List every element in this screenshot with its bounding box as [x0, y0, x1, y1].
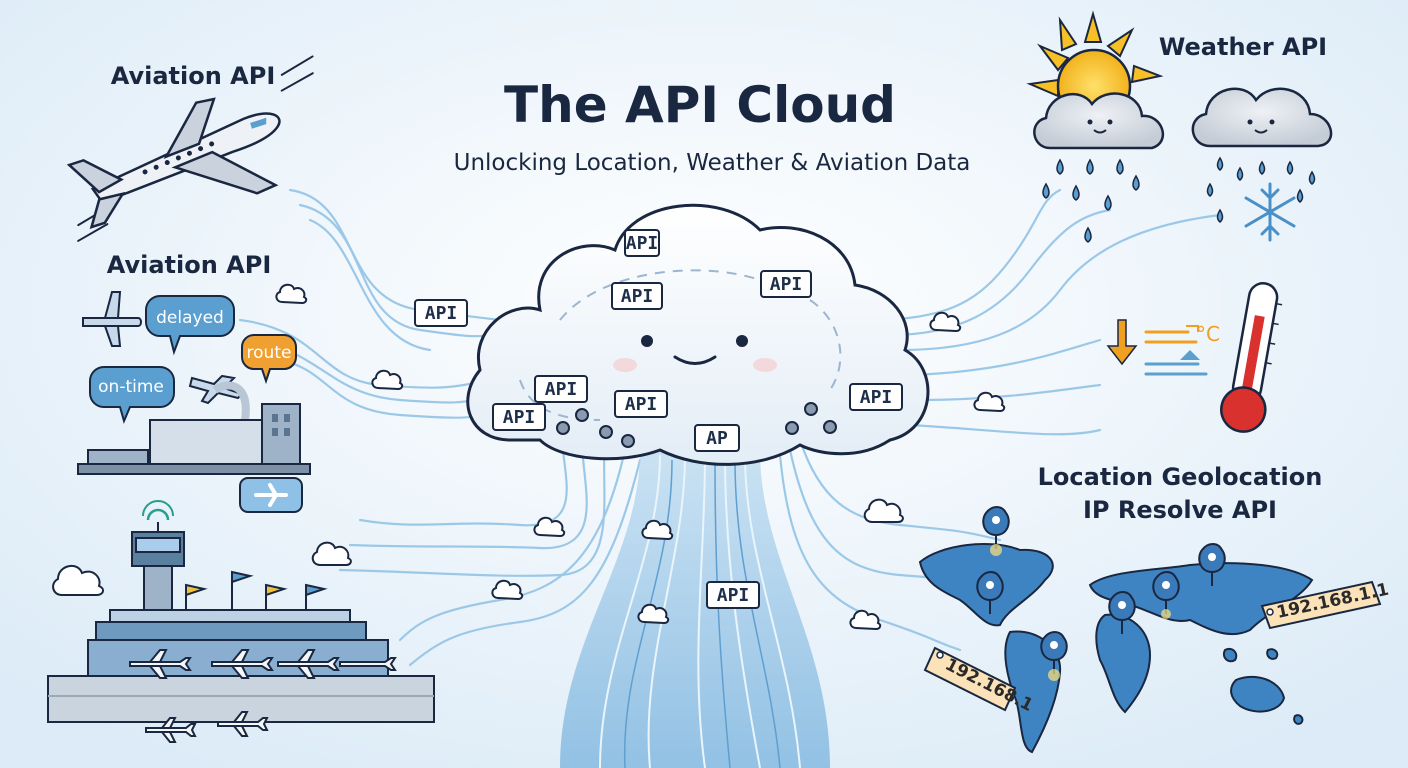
cloud-api-tag: API [545, 379, 578, 400]
cloud-smile [673, 355, 717, 365]
cloud-api-tag: API [503, 407, 536, 428]
cloud-api-tag-box [694, 424, 740, 452]
stream-api-tags: API API [414, 299, 760, 609]
temperature-arrows: °C [1106, 319, 1220, 376]
thermometer-icon [1220, 282, 1283, 433]
bubble-ontime: on-time [89, 366, 175, 424]
cloud-api-tag-box [760, 270, 812, 298]
page-title: The API Cloud [504, 76, 896, 134]
bubble-route: route [241, 334, 297, 385]
world-map [918, 543, 1314, 754]
cloud-api-tag: AP [706, 428, 728, 449]
bubble-ontime-text: on-time [98, 377, 164, 397]
cloud-api-tag: API [860, 387, 893, 408]
stream-api-tag: API [425, 303, 458, 324]
parked-airplanes [129, 649, 397, 743]
aviation-api-label-mid: Aviation API [107, 251, 272, 279]
location-label-line2: IP Resolve API [1083, 496, 1277, 524]
cloud-api-tag-box [611, 282, 663, 310]
cloud-api-tag-box [492, 403, 546, 431]
weather-api-label: Weather API [1159, 33, 1327, 61]
cloud-eye-left [641, 335, 653, 347]
airplane-icon [66, 55, 314, 242]
page-subtitle: Unlocking Location, Weather & Aviation D… [454, 150, 971, 176]
stream-api-tag-box [414, 299, 468, 327]
rain-cloud-icon-left [1033, 92, 1164, 150]
bubble-route-text: route [247, 343, 292, 363]
rain-cloud-icon-right [1191, 87, 1333, 148]
cloud-api-tag-box [534, 375, 588, 403]
location-label-line1: Location Geolocation [1038, 463, 1323, 491]
glow-spots [990, 544, 1171, 681]
stream-api-tag-box [706, 581, 760, 609]
snowflake-icon [1244, 182, 1296, 242]
boarding-pass-icon [239, 477, 303, 513]
cloud-api-tag-box [624, 229, 660, 257]
cloud-api-tag: API [770, 274, 803, 295]
airport-terminal [77, 374, 311, 475]
cloud-api-tag-box [849, 383, 903, 411]
temperature-unit: °C [1196, 322, 1220, 346]
cloud-api-tag: API [621, 286, 654, 307]
bubble-delayed: delayed [145, 295, 235, 356]
cloud-api-tags: API API API API API API AP API [492, 229, 903, 452]
bubble-delayed-text: delayed [156, 308, 224, 328]
aviation-api-label-top: Aviation API [111, 62, 276, 90]
cloud-connectors [556, 402, 837, 448]
raindrops [1042, 156, 1316, 243]
small-airplane-icon [82, 291, 142, 347]
map-pin-icons [976, 506, 1226, 674]
small-clouds [52, 283, 1006, 631]
cloud-api-tag-box [614, 390, 668, 418]
cloud-api-tag: API [625, 394, 658, 415]
cloud-api-tag: API [626, 233, 659, 254]
cloud-eye-right [736, 335, 748, 347]
stream-api-tag: API [717, 585, 750, 606]
